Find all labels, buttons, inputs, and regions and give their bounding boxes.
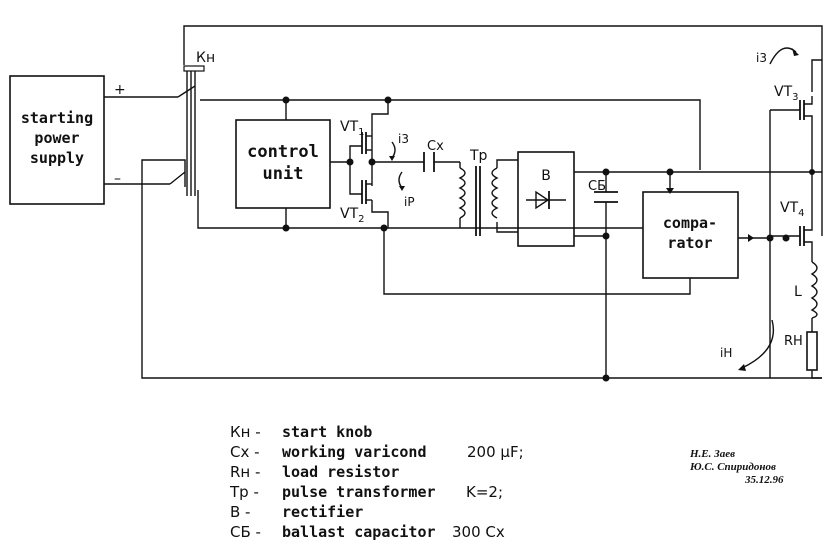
cb-capacitor: [594, 191, 618, 203]
vt1-label: VT1: [340, 119, 365, 138]
svg-text:B -: B -: [230, 503, 250, 521]
power-supply-line-1: starting: [21, 109, 93, 127]
control-unit-line-1: control: [247, 142, 319, 162]
svg-text:working varicond: working varicond: [282, 443, 427, 461]
rectifier-letter: B: [541, 168, 551, 184]
start-knob-switch: [183, 65, 205, 196]
svg-text:K=2;: K=2;: [466, 483, 503, 501]
load-resistor: [806, 331, 818, 371]
starting-power-supply-block: starting power supply: [9, 75, 105, 205]
ih-arrow: [741, 319, 774, 369]
svg-text:pulse transformer: pulse transformer: [282, 483, 436, 501]
signature-name-1: Н.Е. Заев: [689, 448, 735, 460]
legend-row: B - rectifier: [230, 503, 363, 521]
wiring: [104, 25, 823, 379]
inductor-l: [810, 261, 818, 319]
comparator-input-arrow: [666, 188, 674, 194]
svg-text:load resistor: load resistor: [282, 463, 399, 481]
svg-text:rectifier: rectifier: [282, 503, 363, 521]
kn-label: Кн: [196, 50, 215, 66]
vt4-transistor: [799, 222, 813, 250]
legend-row: Tp - pulse transformer K=2;: [229, 483, 503, 501]
i3-top-arrow: [769, 47, 797, 65]
control-unit-line-2: unit: [263, 164, 304, 184]
cx-capacitor: [423, 152, 435, 172]
signature-block: Н.Е. Заев Ю.С. Спиридонов 35.12.96: [689, 448, 784, 486]
comparator-line-2: rator: [667, 234, 712, 252]
tp-label: Tp: [469, 148, 488, 164]
vt2-label: VT2: [340, 206, 365, 225]
legend-row: Rн - load resistor: [230, 463, 399, 481]
ip-label: iP: [404, 195, 415, 209]
svg-text:Rн -: Rн -: [230, 463, 260, 481]
comparator-output-arrow: [748, 234, 754, 242]
vt2-transistor: [361, 180, 372, 204]
i3-mid-label: i3: [398, 132, 409, 146]
vt1-transistor: [361, 132, 372, 154]
svg-text:ballast capacitor: ballast capacitor: [282, 523, 436, 541]
signature-name-2: Ю.С. Спиридонов: [689, 461, 776, 473]
svg-text:Сх -: Сх -: [230, 443, 260, 461]
junction-dots: [282, 96, 815, 382]
l-label: L: [794, 284, 802, 300]
svg-text:start knob: start knob: [282, 423, 372, 441]
vt3-label: VT3: [774, 84, 799, 103]
svg-text:Tp -: Tp -: [229, 483, 259, 501]
rh-label: RH: [784, 334, 803, 349]
control-unit-block: control unit: [235, 119, 331, 209]
vt3-transistor: [799, 96, 813, 122]
minus-terminal: –: [114, 171, 121, 187]
legend-row: СБ - ballast capacitor 300 Сх: [230, 523, 505, 541]
power-supply-line-3: supply: [30, 149, 84, 167]
pulse-transformer: [458, 166, 499, 236]
legend-row: Кн - start knob: [230, 423, 372, 441]
comparator-line-1: compa-: [663, 214, 717, 232]
legend: Кн - start knob Сх - working varicond 20…: [229, 423, 524, 541]
cx-label: Cx: [427, 139, 444, 154]
ih-label: iH: [720, 346, 732, 360]
svg-text:200 μF;: 200 μF;: [467, 443, 524, 461]
ip-arrow: [398, 171, 403, 189]
i3-arrow-mid: [391, 141, 396, 159]
plus-terminal: +: [114, 82, 126, 98]
svg-text:СБ -: СБ -: [230, 523, 261, 541]
cb-label: CБ: [588, 179, 606, 194]
signature-date: 35.12.96: [744, 474, 784, 486]
rectifier-block: B: [517, 151, 575, 247]
vt4-label: VT4: [780, 200, 805, 219]
svg-text:300 Сх: 300 Сх: [452, 523, 505, 541]
power-supply-line-2: power: [34, 129, 79, 147]
svg-text:Кн -: Кн -: [230, 423, 261, 441]
legend-row: Сх - working varicond 200 μF;: [230, 443, 524, 461]
i3-top-label: i3: [756, 51, 767, 65]
comparator-block: compa- rator: [642, 191, 739, 279]
